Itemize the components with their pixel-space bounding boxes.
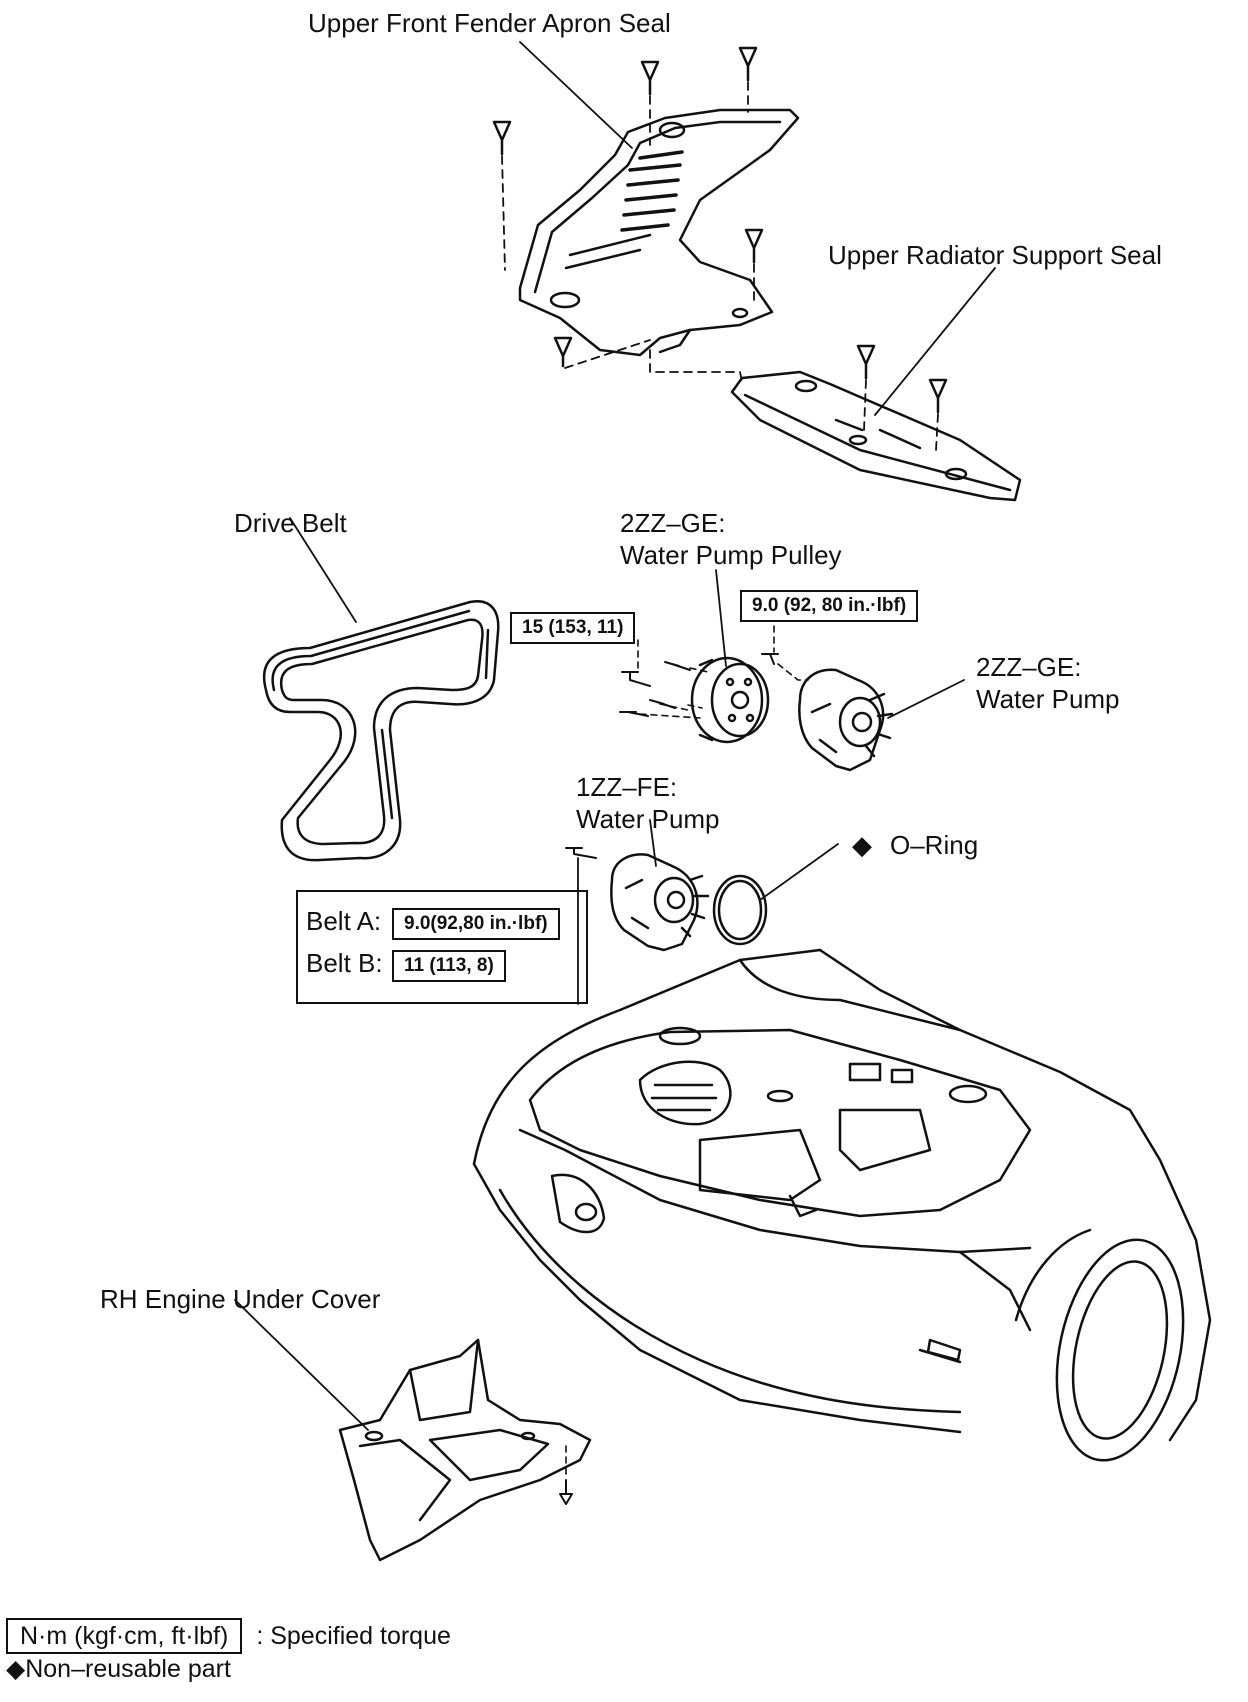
belt-a-label: Belt A: xyxy=(306,906,382,936)
belt-b-label: Belt B: xyxy=(306,948,383,978)
label-ge-pump-part: Water Pump xyxy=(976,684,1120,714)
legend-torque-unit-box: N·m (kgf·cm, ft·lbf) xyxy=(6,1618,243,1654)
fe-pump-bolt xyxy=(565,847,597,859)
label-o-ring: O–Ring xyxy=(890,830,979,860)
belt-b-row: Belt B: xyxy=(306,948,383,978)
belt-b-torque: 11 (113, 8) xyxy=(392,950,506,982)
drive-belt-drawing xyxy=(262,599,500,862)
car-front-drawing xyxy=(472,948,1212,1462)
legend-torque-meaning: : Specified torque xyxy=(256,1622,451,1650)
apron-seal-clips xyxy=(492,46,948,414)
torque-pump-bolts: 9.0 (92, 80 in.·lbf) xyxy=(740,590,919,622)
label-upper-radiator-support-seal: Upper Radiator Support Seal xyxy=(828,240,1162,270)
belt-torque-table: Belt A: 9.0(92,80 in.·lbf) Belt B: 11 (1… xyxy=(296,890,588,1004)
water-pump-pulley-drawing xyxy=(690,656,770,744)
label-fe-pump-part: Water Pump xyxy=(576,804,720,834)
o-ring-non-reusable-marker: ◆ xyxy=(852,830,872,860)
under-cover-drawing xyxy=(338,1338,592,1562)
legend-torque: N·m (kgf·cm, ft·lbf) : Specified torque xyxy=(6,1618,451,1654)
pulley-bolt-guides xyxy=(637,625,809,719)
fender-apron-seal-drawing xyxy=(518,108,800,357)
label-fe-pump-engine: 1ZZ–FE: xyxy=(576,772,678,802)
fe-water-pump-drawing xyxy=(610,853,710,952)
label-ge-pulley-engine: 2ZZ–GE: xyxy=(620,508,726,538)
label-upper-front-fender-apron-seal: Upper Front Fender Apron Seal xyxy=(308,8,671,38)
under-cover-bolt xyxy=(559,1479,573,1505)
label-rh-engine-under-cover: RH Engine Under Cover xyxy=(100,1284,381,1314)
label-drive-belt: Drive Belt xyxy=(234,508,347,538)
o-ring-drawing xyxy=(712,874,768,946)
pulley-bolts xyxy=(619,653,779,717)
ge-water-pump-drawing xyxy=(798,668,894,772)
clip-guide-lines xyxy=(501,81,939,451)
leader-lines xyxy=(234,41,996,1431)
belt-a-row: Belt A: xyxy=(306,906,381,936)
radiator-support-seal-drawing xyxy=(730,370,1022,502)
belt-a-torque: 9.0(92,80 in.·lbf) xyxy=(392,908,560,940)
label-ge-pulley-part: Water Pump Pulley xyxy=(620,540,842,570)
legend-non-reusable: ◆Non–reusable part xyxy=(6,1655,231,1683)
torque-pulley-bolts: 15 (153, 11) xyxy=(510,612,636,644)
label-ge-pump-engine: 2ZZ–GE: xyxy=(976,652,1082,682)
